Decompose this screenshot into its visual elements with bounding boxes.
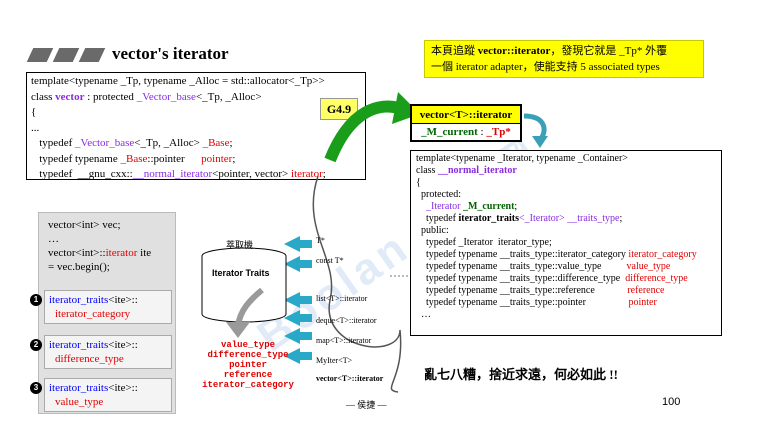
query-iterator-category: iterator_traits<ite>:: iterator_category [44, 290, 172, 324]
vector-iterator-box: vector<T>::iterator _M_current : _Tp* [410, 104, 522, 142]
code-line: typedef typename __traits_type::pointer … [416, 297, 716, 309]
iterator-type-item: list<T>::iterator [316, 294, 367, 303]
iterator-type-item: const T* [316, 256, 344, 265]
iterator-type-item: T* [316, 236, 325, 245]
page-number: 100 [662, 396, 680, 408]
code-line: _Iterator _M_current; [416, 201, 716, 213]
number-badge-1: 1 [30, 294, 42, 306]
number-badge-3: 3 [30, 382, 42, 394]
code-line: typedef typename __traits_type::referenc… [416, 285, 716, 297]
code-line: { [416, 177, 716, 189]
green-arrow-icon [330, 107, 405, 160]
traits-label: Iterator Traits [212, 268, 270, 278]
normal-iterator-code-box: template<typename _Iterator, typename _C… [410, 150, 722, 336]
code-line: typedef typename __traits_type::iterator… [416, 249, 716, 261]
code-line: public: [416, 225, 716, 237]
code-line: … [416, 309, 716, 321]
traits-output-list: value_type difference_type pointer refer… [198, 340, 298, 390]
iterator-type-item: map<T>::iterator [316, 336, 371, 345]
usage-code: vector<int> vec; … vector<int>::iterator… [48, 218, 151, 274]
author-caption: — 侯捷 — [346, 398, 387, 411]
iterator-type-item: MyIter<T> [316, 356, 352, 365]
code-line: typedef typename __traits_type::differen… [416, 273, 716, 285]
iterator-type-item: deque<T>::iterator [316, 316, 377, 325]
code-line: typedef iterator_traits<_Iterator> __tra… [416, 213, 716, 225]
vector-iterator-header: vector<T>::iterator [412, 106, 520, 124]
vector-iterator-member: _M_current : _Tp* [412, 124, 520, 140]
number-badge-2: 2 [30, 339, 42, 351]
traits-jp-label: 萃取機 [226, 238, 253, 251]
query-value-type: iterator_traits<ite>:: value_type [44, 378, 172, 412]
code-line: protected: [416, 189, 716, 201]
iterator-type-item: vector<T>::iterator [316, 374, 383, 383]
code-line: class __normal_iterator [416, 165, 716, 177]
query-difference-type: iterator_traits<ite>:: difference_type [44, 335, 172, 369]
code-line: template<typename _Iterator, typename _C… [416, 153, 716, 165]
code-line: typedef typename __traits_type::value_ty… [416, 261, 716, 273]
code-line: typedef _Iterator iterator_type; [416, 237, 716, 249]
motto-text: 亂七八糟，捨近求遠，何必如此 !! [424, 364, 618, 383]
